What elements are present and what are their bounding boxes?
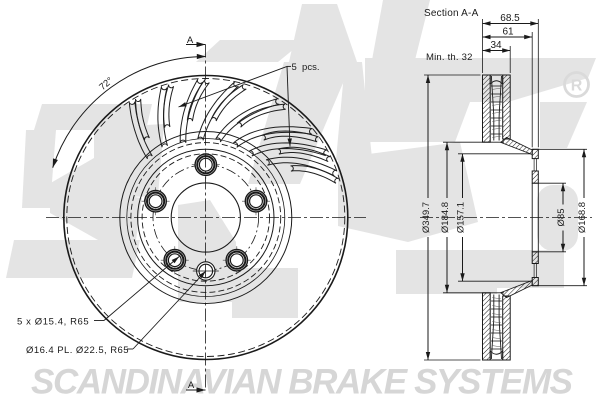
svg-text:Ø157.1: Ø157.1	[456, 202, 467, 233]
svg-text:5 x Ø15.4, R65: 5 x Ø15.4, R65	[17, 317, 89, 328]
svg-text:Ø168.8: Ø168.8	[577, 202, 588, 233]
svg-text:34: 34	[490, 40, 502, 51]
svg-text:A: A	[188, 380, 195, 391]
svg-text:5 pcs.: 5 pcs.	[292, 62, 320, 73]
svg-text:Ø184.8: Ø184.8	[440, 202, 451, 233]
svg-text:Min. th. 32: Min. th. 32	[426, 52, 473, 63]
svg-text:68.5: 68.5	[500, 13, 520, 24]
svg-text:Ø16.4 PL. Ø22.5, R65: Ø16.4 PL. Ø22.5, R65	[26, 345, 129, 356]
svg-text:61: 61	[502, 27, 514, 38]
svg-text:A: A	[187, 35, 194, 46]
svg-text:Ø85: Ø85	[556, 209, 567, 227]
svg-text:SCANDINAVIAN BRAKE SYSTEMS: SCANDINAVIAN BRAKE SYSTEMS	[31, 363, 573, 400]
svg-text:R: R	[571, 78, 583, 95]
svg-text:Section A-A: Section A-A	[424, 8, 479, 19]
svg-text:Ø349.7: Ø349.7	[421, 202, 432, 233]
